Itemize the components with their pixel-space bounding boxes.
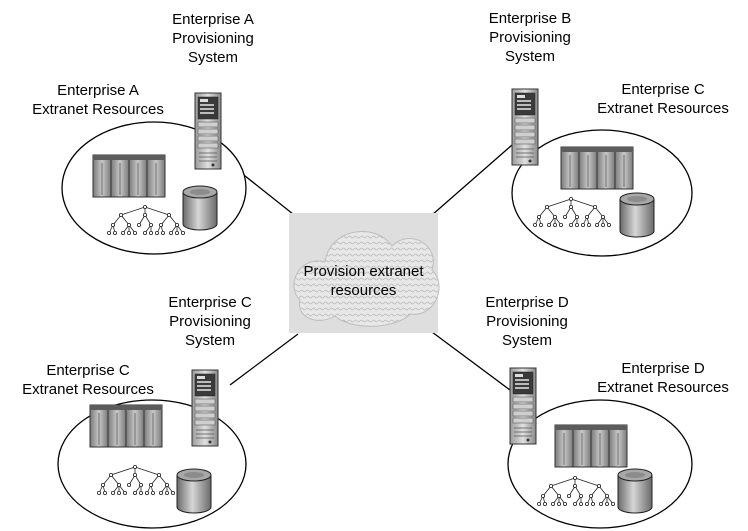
label-line: Provisioning [486, 313, 568, 330]
storage-cabinet-icon [92, 154, 166, 198]
server-tower-icon [194, 92, 222, 170]
storage-cabinet-icon [560, 146, 634, 190]
connector-b [431, 144, 513, 216]
label-line: Provisioning [489, 29, 571, 46]
connector-c [229, 333, 299, 386]
label-line: Extranet Resources [597, 100, 729, 117]
label-line: System [501, 332, 552, 349]
provisioning-system-label-c: Enterprise C Provisioning System [135, 293, 285, 350]
center-label-line: Provision extranet [303, 263, 424, 280]
storage-cabinet-icon [554, 424, 628, 468]
label-line: Enterprise B [488, 10, 572, 27]
extranet-resources-label-a: Enterprise A Extranet Resources [13, 81, 183, 119]
label-line: Enterprise D [485, 294, 569, 311]
provisioning-system-label-a: Enterprise A Provisioning System [138, 10, 288, 67]
database-cylinder-icon [619, 192, 655, 238]
server-tower-icon [509, 367, 537, 445]
label-line: Provisioning [172, 30, 254, 47]
server-tower-icon [191, 369, 219, 447]
label-line: Extranet Resources [22, 381, 154, 398]
extranet-resources-label-b: Enterprise C Extranet Resources [578, 80, 748, 118]
label-line: Provisioning [169, 313, 251, 330]
label-line: Enterprise D [621, 360, 705, 377]
extranet-resources-label-c: Enterprise C Extranet Resources [3, 361, 173, 399]
center-label-line: resources [330, 282, 397, 299]
label-line: Enterprise C [46, 362, 130, 379]
database-cylinder-icon [182, 185, 218, 231]
label-line: Enterprise A [57, 82, 139, 99]
extranet-resources-label-d: Enterprise D Extranet Resources [578, 359, 748, 397]
server-tower-icon [511, 88, 539, 166]
label-line: Extranet Resources [597, 379, 729, 396]
label-line: Enterprise A [172, 11, 254, 28]
database-cylinder-icon [176, 468, 212, 514]
label-line: System [184, 332, 235, 349]
provisioning-system-label-d: Enterprise D Provisioning System [452, 293, 602, 350]
database-cylinder-icon [617, 468, 653, 514]
label-line: System [187, 49, 238, 66]
connector-d [431, 331, 511, 391]
center-label: Provision extranet resources [289, 262, 438, 300]
label-line: Enterprise C [168, 294, 252, 311]
connector-a [234, 167, 299, 219]
label-line: Extranet Resources [32, 101, 164, 118]
cloud-icon [289, 213, 440, 333]
label-line: System [504, 48, 555, 65]
connection-lines [229, 144, 513, 391]
storage-cabinet-icon [89, 404, 163, 448]
label-line: Enterprise C [621, 81, 705, 98]
provisioning-system-label-b: Enterprise B Provisioning System [455, 9, 605, 66]
